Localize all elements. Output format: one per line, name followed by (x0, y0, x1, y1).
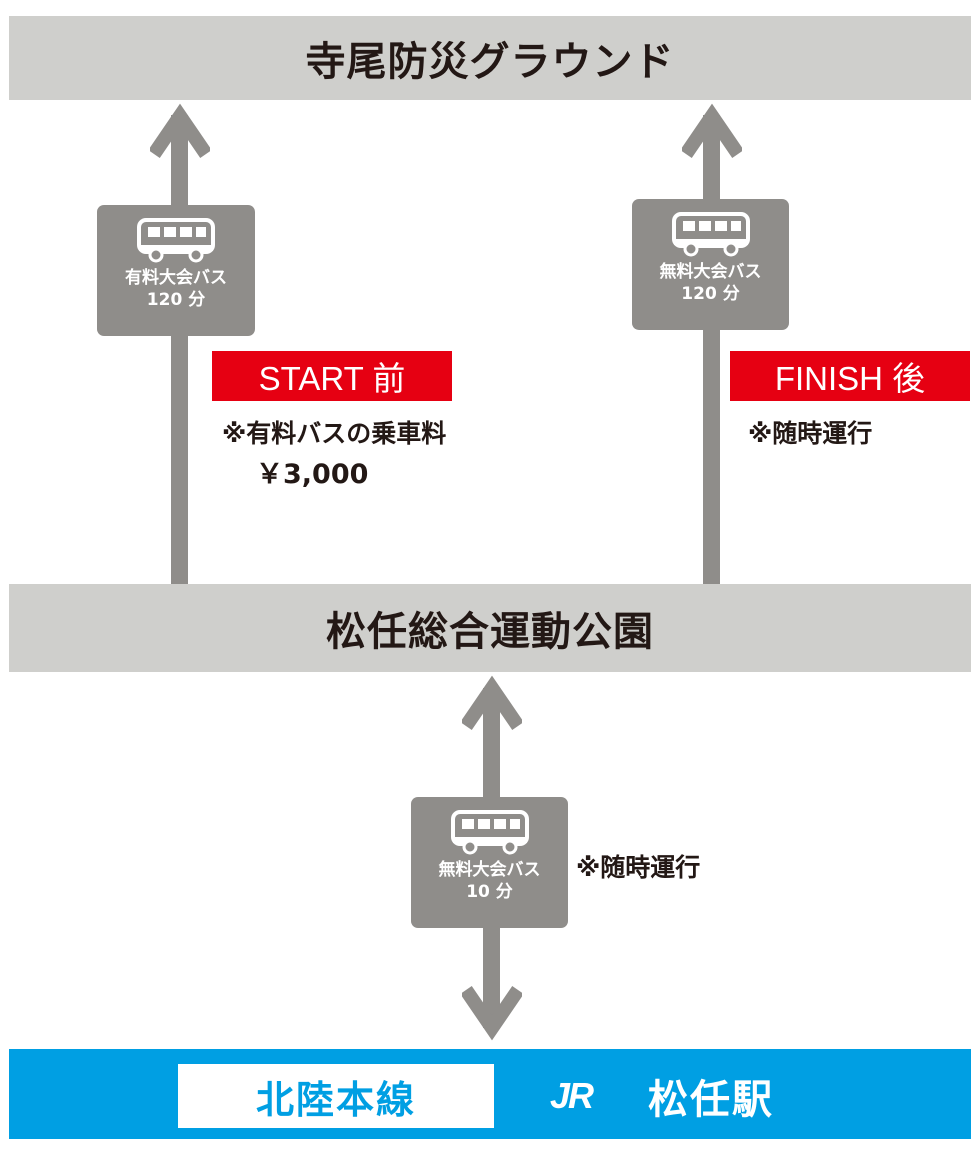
paid-bus-fare-price: ￥3,000 (256, 459, 369, 490)
free-bus-top-note: ※随時運行 (748, 419, 873, 448)
jr-logo-text: JR (550, 1075, 594, 1116)
finish-tag-label: FINISH 後 (774, 360, 926, 397)
free-bus-bottom-duration: 10 分 (466, 882, 513, 902)
bus-icon (450, 810, 529, 855)
rail-line-name: 北陸本線 (255, 1077, 416, 1122)
rail-line-label-box: 北陸本線 (178, 1064, 494, 1128)
hub-label: 松任総合運動公園 (326, 609, 654, 655)
jr-logo: JR (550, 1075, 594, 1116)
free-bus-bottom-box: 無料大会バス 10 分 (411, 797, 568, 928)
destination-label: 寺尾防災グラウンド (305, 39, 675, 85)
arrow-shaft-right (703, 115, 720, 585)
bus-icon (137, 218, 215, 263)
paid-bus-fare-note: ※有料バスの乗車料 (222, 419, 447, 448)
bus-icon (671, 212, 750, 257)
station-name: 松任駅 (648, 1077, 774, 1123)
free-bus-bottom-note: ※随時運行 (576, 853, 701, 882)
station-name-area: 松任駅 (648, 1064, 774, 1128)
down-arrowhead-bottom (462, 986, 522, 1041)
start-tag-label: START 前 (258, 360, 406, 397)
arrow-shaft-left (171, 115, 188, 585)
hub-bar-matto-park: 松任総合運動公園 (9, 584, 971, 672)
free-bus-top-box: 無料大会バス 120 分 (632, 199, 789, 330)
start-tag: START 前 (212, 351, 452, 401)
paid-bus-box: 有料大会バス 120 分 (97, 205, 255, 336)
free-bus-top-duration: 120 分 (681, 284, 740, 304)
destination-bar-terao: 寺尾防災グラウンド (9, 16, 971, 100)
free-bus-top-label: 無料大会バス (659, 262, 762, 282)
free-bus-bottom-label: 無料大会バス (438, 860, 541, 880)
paid-bus-label: 有料大会バス (125, 268, 227, 288)
finish-tag: FINISH 後 (730, 351, 970, 401)
paid-bus-duration: 120 分 (146, 290, 206, 310)
